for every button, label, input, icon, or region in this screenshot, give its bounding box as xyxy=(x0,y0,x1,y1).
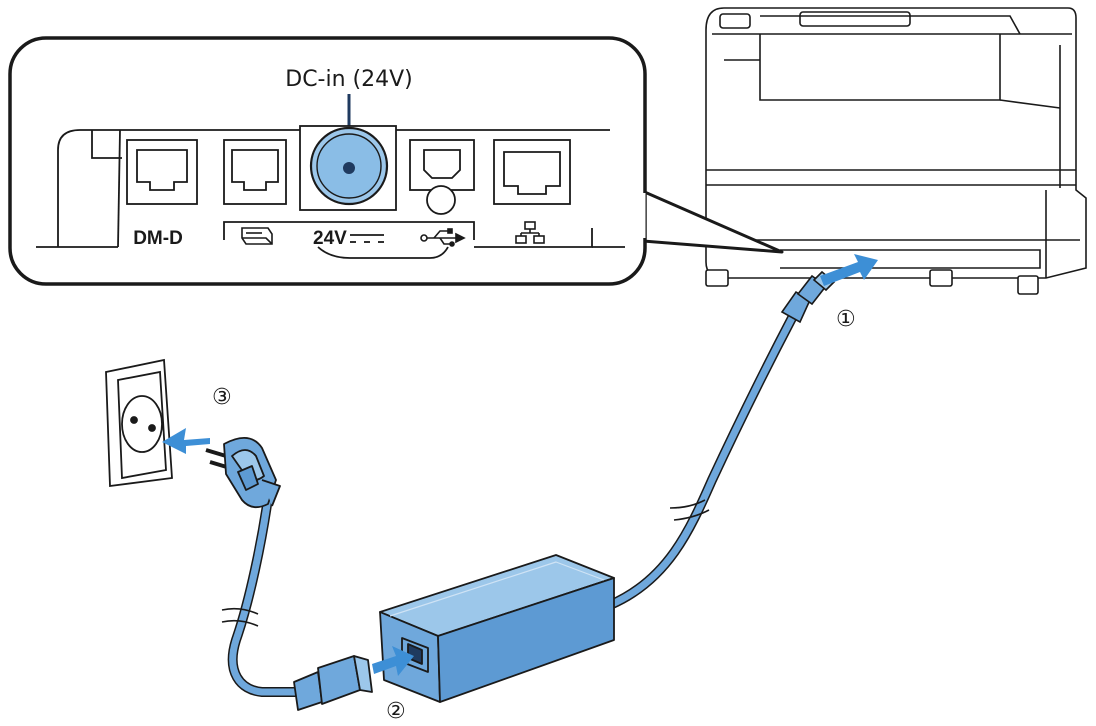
printer-feet xyxy=(705,269,1039,295)
dc-cable xyxy=(605,313,797,610)
dc-in-title: DC-in (24V) xyxy=(285,67,413,92)
step-1-marker: ① xyxy=(836,307,856,332)
schuko-plug xyxy=(205,437,281,509)
usb-port xyxy=(409,139,475,215)
step-3-marker: ③ xyxy=(212,385,232,410)
power-adapter xyxy=(379,554,615,703)
voltage-label: 24V xyxy=(313,228,347,249)
iec-plug xyxy=(293,655,373,711)
dmd-port xyxy=(126,139,198,205)
ac-cord xyxy=(221,493,305,697)
dc-symbol-icon xyxy=(350,234,384,243)
port-callout: DC-in (24V) xyxy=(8,36,784,286)
arrow-to-adapter xyxy=(372,646,414,676)
arrow-to-outlet xyxy=(162,428,210,454)
step-2-marker: ② xyxy=(386,699,406,724)
wall-outlet xyxy=(105,358,173,488)
lan-port xyxy=(493,139,571,205)
arrow-to-printer xyxy=(820,254,878,286)
dc-in-jack xyxy=(299,125,397,211)
network-icon xyxy=(515,221,545,244)
usb-icon xyxy=(420,228,466,247)
rear-panel xyxy=(36,129,625,259)
cash-drawer-icon xyxy=(241,227,273,245)
drawer-port xyxy=(223,139,287,205)
callout-pointer xyxy=(629,188,784,254)
dmd-label: DM-D xyxy=(133,228,183,249)
printer xyxy=(705,7,1087,279)
